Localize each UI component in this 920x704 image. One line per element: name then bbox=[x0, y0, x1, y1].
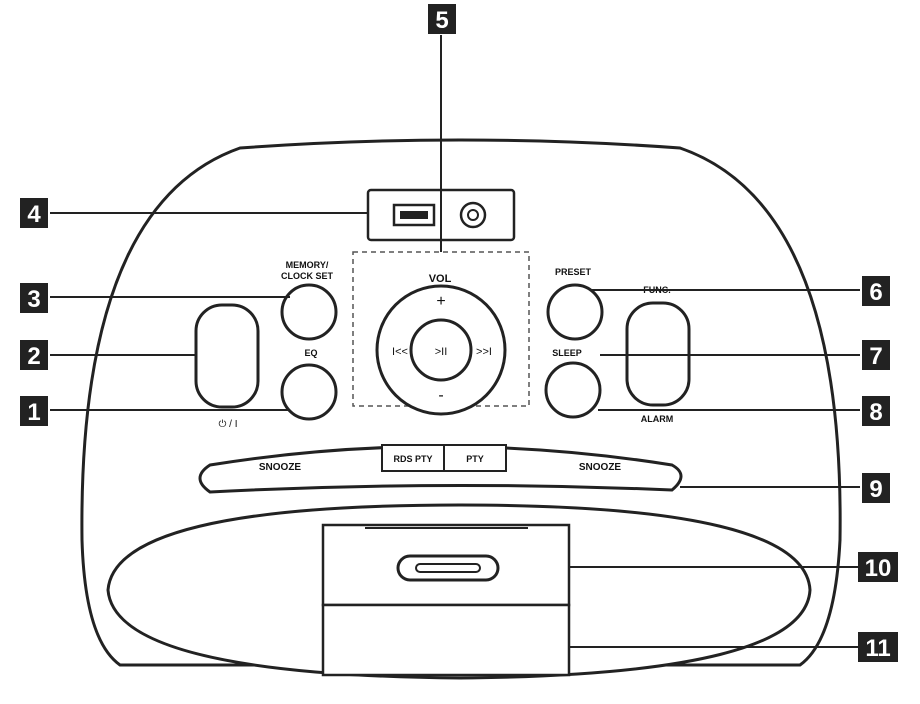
power-label: ⏻ / I bbox=[218, 419, 237, 430]
eq-label: EQ bbox=[304, 348, 317, 358]
aux-jack-icon[interactable] bbox=[459, 201, 487, 229]
play-pause-button[interactable] bbox=[409, 318, 473, 382]
snooze-right-label: SNOOZE bbox=[579, 462, 622, 473]
pty-label: PTY bbox=[466, 454, 484, 464]
play-pause-label: >II bbox=[435, 346, 448, 358]
svg-text:1: 1 bbox=[27, 399, 40, 426]
leader-lines bbox=[50, 35, 860, 648]
alarm-label: ALARM bbox=[641, 414, 674, 424]
sleep-button[interactable] bbox=[544, 361, 602, 419]
preset-label: PRESET bbox=[555, 267, 592, 277]
vol-minus[interactable]: - bbox=[438, 387, 443, 404]
svg-text:3: 3 bbox=[27, 286, 40, 313]
svg-text:11: 11 bbox=[865, 635, 890, 662]
vol-label: VOL bbox=[429, 273, 452, 285]
callout-9: 9 bbox=[862, 473, 890, 503]
prev-label[interactable]: I<< bbox=[392, 346, 408, 358]
callout-6: 6 bbox=[862, 276, 890, 306]
svg-text:9: 9 bbox=[869, 476, 882, 503]
svg-text:7: 7 bbox=[869, 343, 882, 370]
svg-text:10: 10 bbox=[865, 555, 892, 582]
snooze-left-label: SNOOZE bbox=[259, 462, 302, 473]
callout-5: 5 bbox=[428, 4, 456, 34]
callout-1: 1 bbox=[20, 396, 48, 426]
dock-front-cover bbox=[321, 603, 571, 677]
pty-button[interactable] bbox=[443, 444, 507, 472]
callout-2: 2 bbox=[20, 340, 48, 370]
callout-3: 3 bbox=[20, 283, 48, 313]
rds-pty-label: RDS PTY bbox=[393, 454, 432, 464]
dock-connector-icon[interactable] bbox=[396, 554, 500, 582]
memory-label: MEMORY/ bbox=[286, 260, 329, 270]
usb-port-icon[interactable] bbox=[392, 203, 436, 227]
callout-7: 7 bbox=[862, 340, 890, 370]
callout-11: 11 bbox=[858, 632, 898, 662]
power-button[interactable] bbox=[194, 303, 260, 409]
next-label[interactable]: >>I bbox=[476, 346, 492, 358]
preset-button[interactable] bbox=[546, 283, 604, 341]
callout-8: 8 bbox=[862, 396, 890, 426]
svg-text:5: 5 bbox=[435, 7, 448, 34]
clock-set-label: CLOCK SET bbox=[281, 271, 334, 281]
svg-text:8: 8 bbox=[869, 399, 882, 426]
callout-10: 10 bbox=[858, 552, 898, 582]
memory-clock-set-button[interactable] bbox=[280, 283, 338, 341]
vol-plus[interactable]: + bbox=[436, 293, 445, 310]
svg-text:2: 2 bbox=[27, 343, 40, 370]
sleep-label: SLEEP bbox=[552, 348, 582, 358]
eq-button[interactable] bbox=[280, 363, 338, 421]
svg-text:6: 6 bbox=[869, 279, 882, 306]
callout-4: 4 bbox=[20, 198, 48, 228]
svg-text:4: 4 bbox=[27, 201, 41, 228]
